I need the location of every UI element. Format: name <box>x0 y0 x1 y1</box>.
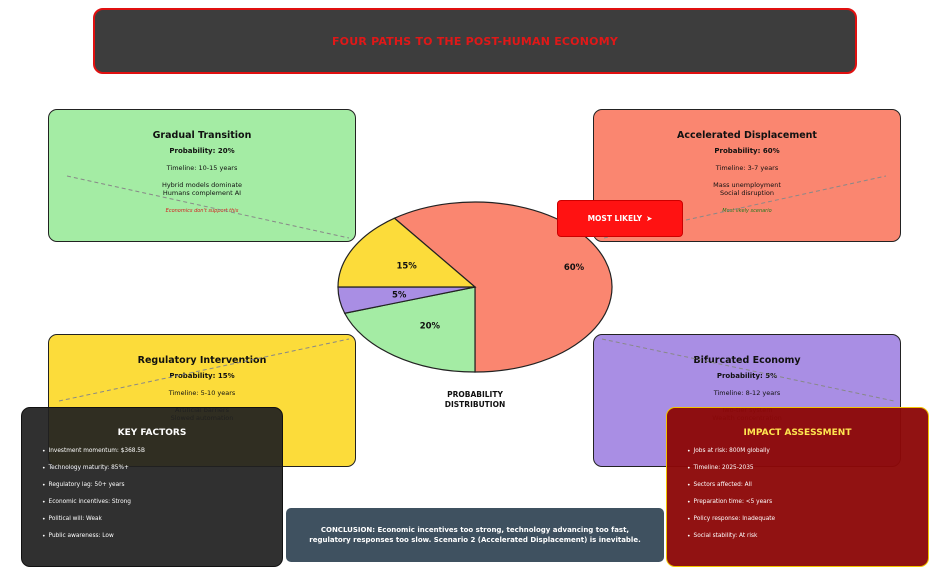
factor-text: Regulatory lag: 50+ years <box>48 482 125 488</box>
strike-line <box>601 338 895 402</box>
conclusion-line: CONCLUSION: Economic incentives too stro… <box>320 526 630 534</box>
impact-text: Timeline: 2025-2035 <box>693 465 754 471</box>
pie-slice-label: 5% <box>392 290 407 300</box>
bullet-icon: • <box>687 465 691 472</box>
most-likely-label: MOST LIKELY <box>587 214 643 223</box>
impact-text: Social stability: At risk <box>693 533 758 539</box>
pie-slice-label: 15% <box>396 261 417 271</box>
panel-title: IMPACT ASSESSMENT <box>743 428 852 438</box>
scenario-timeline: Timeline: 5-10 years <box>168 389 236 397</box>
scenario-detail: Hybrid models dominate <box>161 181 243 189</box>
list-item: •Social stability: At risk <box>687 528 928 545</box>
bullet-icon: • <box>42 533 46 540</box>
pie-slice-gradual <box>343 286 476 373</box>
pie-slice-label: 60% <box>564 263 585 273</box>
bullet-icon: • <box>42 465 46 472</box>
scenario-probability: Probability: 15% <box>169 372 235 380</box>
list-item: •Regulatory lag: 50+ years <box>42 477 282 494</box>
factor-text: Political will: Weak <box>48 516 102 522</box>
scenario-detail: Mass unemployment <box>713 181 781 189</box>
list-item: •Sectors affected: All <box>687 477 928 494</box>
conclusion-box: CONCLUSION: Economic incentives too stro… <box>286 508 664 562</box>
pie-chart-caption: PROBABILITY DISTRIBUTION <box>400 390 550 410</box>
list-item: •Preparation time: <5 years <box>687 494 928 511</box>
bullet-icon: • <box>687 482 691 489</box>
pie-slice-label: 20% <box>420 322 441 332</box>
factor-text: Economic incentives: Strong <box>48 499 131 505</box>
pie-slice-regulatory <box>337 217 477 288</box>
impact-text: Policy response: Inadequate <box>693 516 776 522</box>
scenario-title: Accelerated Displacement <box>677 130 817 141</box>
key-factors-list: •Investment momentum: $368.5B •Technolog… <box>22 443 282 545</box>
list-item: •Technology maturity: 85%+ <box>42 460 282 477</box>
list-item: •Economic incentives: Strong <box>42 494 282 511</box>
scenario-card-gradual: Gradual Transition Probability: 20% Time… <box>48 109 356 242</box>
impact-text: Preparation time: <5 years <box>693 499 773 505</box>
arrow-right-icon: ➤ <box>646 214 653 223</box>
probability-pie-chart: 60% 20% 5% 15% <box>336 200 614 374</box>
panel-title: KEY FACTORS <box>117 428 187 438</box>
scenario-probability: Probability: 60% <box>714 147 780 155</box>
key-factors-panel: KEY FACTORS •Investment momentum: $368.5… <box>21 407 283 567</box>
list-item: •Timeline: 2025-2035 <box>687 460 928 477</box>
impact-assessment-panel: IMPACT ASSESSMENT •Jobs at risk: 800M gl… <box>666 407 929 567</box>
bullet-icon: • <box>42 448 46 455</box>
most-likely-badge: MOST LIKELY ➤ <box>557 200 683 237</box>
bullet-icon: • <box>687 448 691 455</box>
pie-caption-line: PROBABILITY <box>447 390 503 399</box>
scenario-detail: Humans complement AI <box>162 189 242 197</box>
bullet-icon: • <box>42 482 46 489</box>
conclusion-line: regulatory responses too slow. Scenario … <box>309 536 641 544</box>
scenario-note: Most likely scenario <box>722 208 772 214</box>
bullet-icon: • <box>42 516 46 523</box>
strike-line <box>603 175 887 239</box>
scenario-probability: Probability: 5% <box>716 372 778 380</box>
scenario-detail: Social disruption <box>719 189 775 197</box>
scenario-title: Bifurcated Economy <box>693 355 801 366</box>
pie-chart-svg: 60% 20% 5% 15% <box>337 201 613 373</box>
scenario-probability: Probability: 20% <box>169 147 235 155</box>
impact-text: Jobs at risk: 800M globally <box>693 448 770 454</box>
list-item: •Public awareness: Low <box>42 528 282 545</box>
bullet-icon: • <box>687 533 691 540</box>
bullet-icon: • <box>687 516 691 523</box>
scenario-timeline: Timeline: 10-15 years <box>166 164 238 172</box>
strike-line <box>58 338 350 402</box>
page-title: FOUR PATHS TO THE POST-HUMAN ECONOMY <box>331 34 619 48</box>
factor-text: Investment momentum: $368.5B <box>48 448 145 454</box>
list-item: •Political will: Weak <box>42 511 282 528</box>
scenario-title: Gradual Transition <box>152 130 252 141</box>
bullet-icon: • <box>42 499 46 506</box>
pie-caption-line: DISTRIBUTION <box>444 400 506 409</box>
scenario-card-accelerated: Accelerated Displacement Probability: 60… <box>593 109 901 242</box>
title-banner: FOUR PATHS TO THE POST-HUMAN ECONOMY <box>93 8 857 74</box>
list-item: •Investment momentum: $368.5B <box>42 443 282 460</box>
factor-text: Public awareness: Low <box>48 533 114 539</box>
strike-line <box>66 175 350 239</box>
impact-list: •Jobs at risk: 800M globally •Timeline: … <box>667 443 928 545</box>
list-item: •Jobs at risk: 800M globally <box>687 443 928 460</box>
factor-text: Technology maturity: 85%+ <box>48 465 129 471</box>
impact-text: Sectors affected: All <box>693 482 752 488</box>
pie-slice-accelerated <box>393 201 613 373</box>
bullet-icon: • <box>687 499 691 506</box>
scenario-title: Regulatory Intervention <box>137 355 267 366</box>
scenario-timeline: Timeline: 3-7 years <box>715 164 779 172</box>
scenario-timeline: Timeline: 8-12 years <box>713 389 781 397</box>
list-item: •Policy response: Inadequate <box>687 511 928 528</box>
scenario-note: Economics don't support this <box>165 208 239 214</box>
